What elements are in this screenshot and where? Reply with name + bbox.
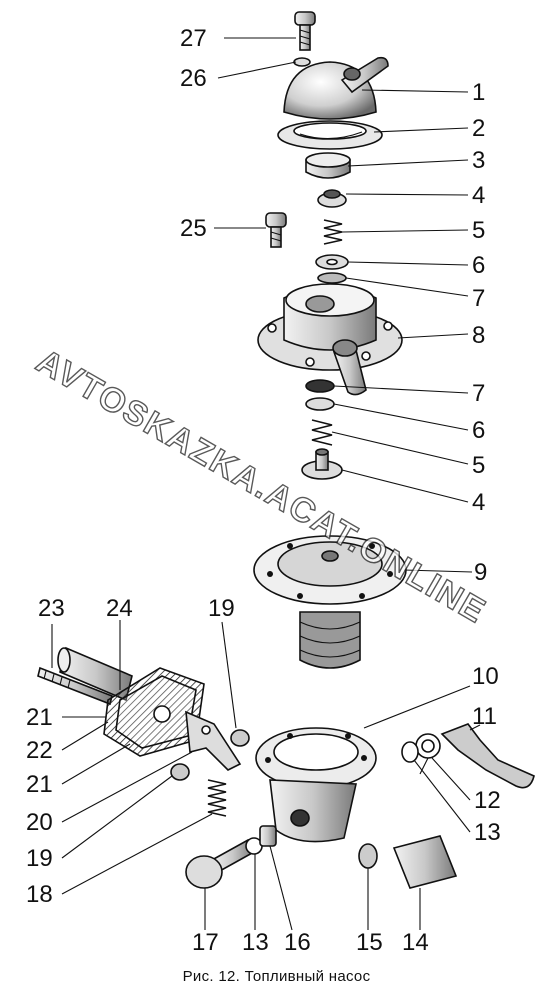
- washer-6-bottom: [305, 397, 335, 411]
- label-13-left: 13: [242, 929, 269, 956]
- label-3: 3: [472, 147, 485, 174]
- label-14: 14: [402, 929, 429, 956]
- label-2: 2: [472, 115, 485, 142]
- gasket-7-bottom: [305, 379, 335, 393]
- label-21-bottom: 21: [26, 771, 53, 798]
- spring-18: [207, 779, 227, 817]
- label-17: 17: [192, 929, 219, 956]
- bushing-16: [259, 825, 277, 847]
- label-18: 18: [26, 881, 53, 908]
- label-8: 8: [472, 322, 485, 349]
- washer-19-bottom: [170, 763, 190, 781]
- washer-15: [358, 843, 378, 869]
- label-20: 20: [26, 809, 53, 836]
- washer-19-top: [230, 729, 250, 747]
- lower-body-10: [255, 727, 377, 843]
- gasket-7-top: [317, 272, 347, 284]
- label-7-bottom: 7: [472, 380, 485, 407]
- spring-5-bottom: [311, 419, 333, 446]
- label-5-bottom: 5: [472, 452, 485, 479]
- leader-lines: [51, 37, 481, 931]
- washer-26: [293, 57, 311, 67]
- gasket-2: [277, 120, 383, 150]
- push-rod-17: [185, 838, 256, 889]
- label-10: 10: [472, 663, 499, 690]
- label-13-right: 13: [474, 819, 501, 846]
- label-19-top: 19: [208, 595, 235, 622]
- label-4-top: 4: [472, 182, 485, 209]
- part-drawings: [37, 11, 535, 889]
- filter-3: [305, 152, 351, 179]
- screw-25: [265, 212, 287, 248]
- sleeve-14: [392, 835, 458, 889]
- insulator-21-22: [103, 667, 205, 757]
- ring-13-right: [401, 741, 419, 763]
- lever-20: [185, 710, 242, 771]
- label-16: 16: [284, 929, 311, 956]
- label-25: 25: [180, 215, 207, 242]
- label-15: 15: [356, 929, 383, 956]
- label-5-top: 5: [472, 217, 485, 244]
- figure-caption: Рис. 12. Топливный насос: [182, 968, 371, 985]
- label-21-top: 21: [26, 704, 53, 731]
- washer-6-top: [315, 254, 349, 270]
- valve-4-bottom: [301, 448, 343, 480]
- label-9: 9: [474, 559, 487, 586]
- pump-body-8: [257, 283, 403, 396]
- label-7-top: 7: [472, 285, 485, 312]
- label-1: 1: [472, 79, 485, 106]
- label-19-bottom: 19: [26, 845, 53, 872]
- watermark: AVTOSKAZKA.ACAT.ONLINE: [30, 342, 493, 631]
- diaphragm-9: [253, 535, 407, 669]
- valve-4-top: [317, 189, 347, 208]
- label-22: 22: [26, 737, 53, 764]
- part-number-labels: 27 26 1 2 3 4 25 5 6 7 8 7 6 5 4 9 23 24…: [26, 25, 501, 956]
- label-24: 24: [106, 595, 133, 622]
- label-12: 12: [474, 787, 501, 814]
- label-6-bottom: 6: [472, 417, 485, 444]
- spring-5-top: [323, 219, 343, 245]
- label-11: 11: [472, 703, 497, 730]
- label-27: 27: [180, 25, 207, 52]
- label-23: 23: [38, 595, 65, 622]
- label-6-top: 6: [472, 252, 485, 279]
- label-4-bottom: 4: [472, 489, 485, 516]
- screw-27: [294, 11, 316, 51]
- label-26: 26: [180, 65, 207, 92]
- hand-lever-11: [440, 723, 535, 789]
- pump-cover-1: [283, 56, 389, 120]
